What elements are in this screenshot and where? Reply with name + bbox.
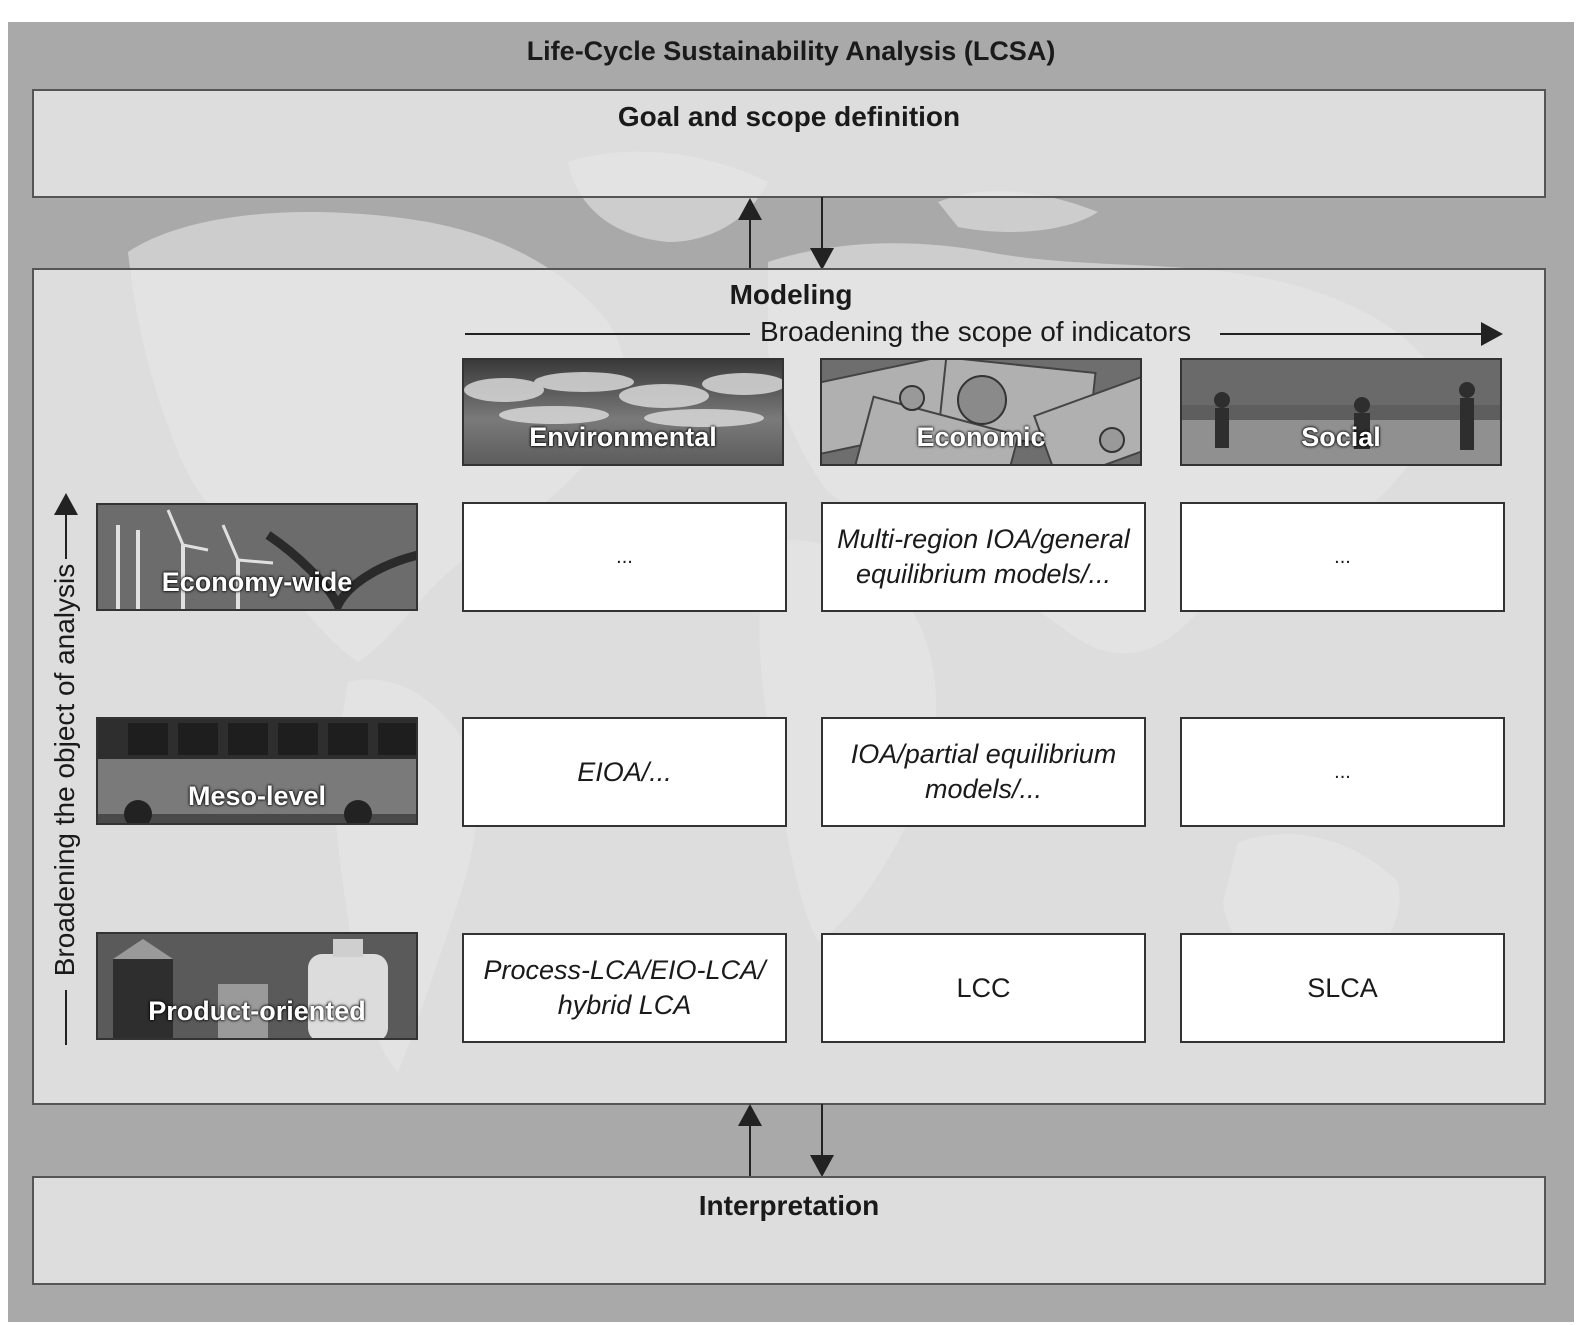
object-axis-arrowhead bbox=[54, 493, 78, 515]
children-playing-image bbox=[1182, 360, 1500, 464]
column-header-economic: Economic bbox=[820, 358, 1142, 466]
row-label-meso-level: Meso-level bbox=[187, 781, 327, 811]
object-axis-label: Broadening the object of analysis bbox=[49, 563, 80, 977]
cell-economy-wide-social: ... bbox=[1180, 502, 1505, 612]
modeling-title: Modeling bbox=[729, 279, 853, 310]
interpretation-down-arrow-shaft bbox=[821, 1104, 823, 1156]
row-header-meso-level: Meso-level bbox=[96, 717, 418, 825]
interpretation-up-arrow-shaft bbox=[749, 1122, 751, 1176]
row-header-product-oriented: Product-oriented bbox=[96, 932, 418, 1040]
column-label-social: Social bbox=[1301, 422, 1381, 452]
object-axis-line-bottom bbox=[65, 990, 67, 1045]
interpretation-panel: Interpretation bbox=[32, 1176, 1546, 1285]
column-label-environmental: Environmental bbox=[529, 422, 717, 452]
row-label-economy-wide: Economy-wide bbox=[161, 567, 353, 597]
cell-product-oriented-environmental: Process-LCA/EIO-LCA/ hybrid LCA bbox=[462, 933, 787, 1043]
biodiesel-bus-image bbox=[98, 719, 416, 823]
scope-axis-line-right bbox=[1220, 333, 1482, 335]
goal-down-arrowhead bbox=[810, 248, 834, 270]
diagram-title: Life-Cycle Sustainability Analysis (LCSA… bbox=[526, 36, 1056, 66]
scope-axis-line-left bbox=[465, 333, 750, 335]
interpretation-title: Interpretation bbox=[698, 1190, 880, 1221]
goal-scope-panel: Goal and scope definition bbox=[32, 89, 1546, 198]
cell-meso-level-economic: IOA/partial equilibrium models/... bbox=[821, 717, 1146, 827]
column-header-social: Social bbox=[1180, 358, 1502, 466]
interpretation-down-arrowhead bbox=[810, 1155, 834, 1177]
goal-scope-title: Goal and scope definition bbox=[617, 101, 961, 132]
cell-product-oriented-social: SLCA bbox=[1180, 933, 1505, 1043]
goal-down-arrow-shaft bbox=[821, 197, 823, 249]
wind-turbines-image bbox=[98, 505, 416, 609]
scope-axis-label: Broadening the scope of indicators bbox=[760, 316, 1192, 347]
cell-economy-wide-environmental: ... bbox=[462, 502, 787, 612]
column-header-environmental: Environmental bbox=[462, 358, 784, 466]
cell-product-oriented-economic: LCC bbox=[821, 933, 1146, 1043]
scope-axis-arrowhead bbox=[1481, 322, 1503, 346]
interpretation-up-arrowhead bbox=[738, 1104, 762, 1126]
row-label-product-oriented: Product-oriented bbox=[148, 996, 366, 1026]
cell-meso-level-environmental: EIOA/... bbox=[462, 717, 787, 827]
clouds-image bbox=[464, 360, 782, 464]
banknotes-image bbox=[822, 360, 1140, 464]
goal-up-arrowhead bbox=[738, 198, 762, 220]
milk-cartons-image bbox=[98, 934, 416, 1038]
column-label-economic: Economic bbox=[916, 422, 1046, 452]
row-header-economy-wide: Economy-wide bbox=[96, 503, 418, 611]
object-axis-line-top bbox=[65, 514, 67, 559]
cell-economy-wide-economic: Multi-region IOA/general equilibrium mod… bbox=[821, 502, 1146, 612]
cell-meso-level-social: ... bbox=[1180, 717, 1505, 827]
goal-up-arrow-shaft bbox=[749, 216, 751, 269]
